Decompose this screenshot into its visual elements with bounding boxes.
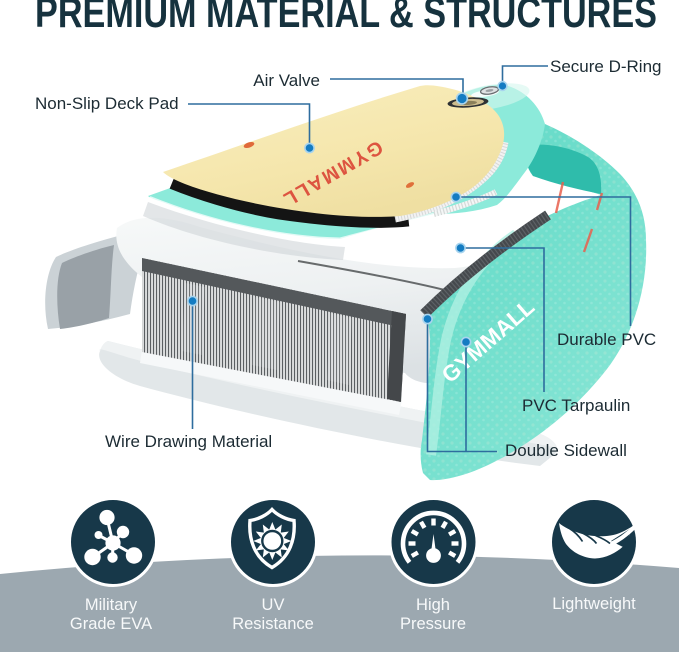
svg-text:PREMIUM MATERIAL & STRUCTURES: PREMIUM MATERIAL & STRUCTURES <box>35 0 657 37</box>
svg-text:Wire Drawing Material: Wire Drawing Material <box>105 432 272 451</box>
svg-text:Durable PVC: Durable PVC <box>557 330 656 349</box>
svg-text:Resistance: Resistance <box>232 615 314 633</box>
svg-text:PVC Tarpaulin: PVC Tarpaulin <box>522 396 630 415</box>
svg-text:Pressure: Pressure <box>400 615 466 633</box>
svg-text:Grade EVA: Grade EVA <box>70 615 152 633</box>
svg-text:High: High <box>416 596 450 614</box>
svg-text:Secure D-Ring: Secure D-Ring <box>550 57 662 76</box>
svg-text:UV: UV <box>262 596 285 614</box>
svg-text:Double Sidewall: Double Sidewall <box>505 441 627 460</box>
svg-text:Air Valve: Air Valve <box>253 71 320 90</box>
svg-text:Military: Military <box>85 596 138 614</box>
svg-text:Non-Slip Deck Pad: Non-Slip Deck Pad <box>35 94 179 113</box>
svg-text:Lightweight: Lightweight <box>552 595 636 613</box>
